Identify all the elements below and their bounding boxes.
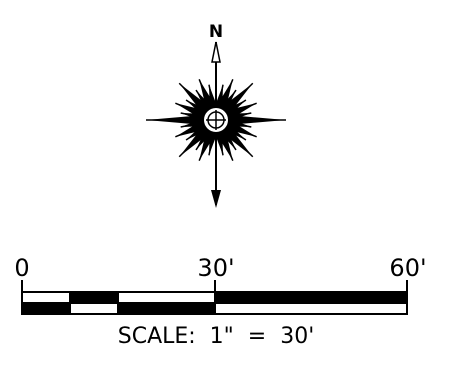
scale-segment: [214, 291, 408, 304]
compass-ray: [214, 130, 224, 156]
compass-ray: [208, 84, 218, 110]
scale-segment: [69, 302, 119, 315]
compass-ray: [199, 129, 217, 161]
scale-segment: [69, 291, 119, 304]
compass-ray: [225, 119, 257, 137]
scale-segment: [21, 291, 71, 304]
compass-rose-icon: [146, 41, 286, 208]
compass-ray: [175, 103, 207, 121]
scale-caption: SCALE: 1" = 30': [118, 324, 315, 349]
north-label: N: [209, 22, 223, 42]
scale-segment: [21, 302, 71, 315]
scale-tick-label-30: 30': [197, 254, 234, 282]
scale-tick-label-0: 0: [14, 254, 29, 282]
north-arrowhead-icon: [211, 41, 221, 63]
compass-ray: [215, 79, 233, 111]
south-arrowhead-icon: [211, 190, 221, 208]
scale-segment: [214, 302, 408, 315]
scale-segment: [117, 302, 216, 315]
scale-tick-label-60: 60': [389, 254, 426, 282]
scale-segment: [117, 291, 216, 304]
scale-bar: 0 30' 60' SCALE: 1" = 30': [14, 254, 426, 349]
